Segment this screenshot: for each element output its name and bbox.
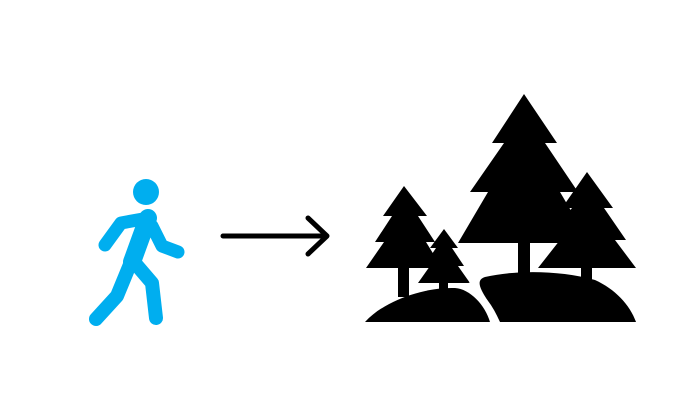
big-pine-tree: [458, 94, 590, 276]
hill-separator: [466, 282, 500, 324]
person-head: [133, 179, 159, 205]
forest-icon: [365, 94, 636, 324]
right-hill: [479, 272, 636, 322]
walking-person-icon: [89, 179, 185, 326]
person-back-arm: [98, 212, 150, 252]
right-arrow-icon: [220, 215, 330, 257]
left-hill: [365, 287, 490, 322]
left-pine-tree: [366, 186, 442, 297]
person-front-arm: [145, 219, 185, 259]
person-torso: [123, 209, 157, 271]
person-front-leg: [127, 255, 163, 325]
small-pine-tree: [418, 229, 470, 293]
person-back-leg: [89, 255, 138, 326]
right-pine-tree: [538, 172, 636, 289]
arrow-head: [305, 215, 330, 257]
